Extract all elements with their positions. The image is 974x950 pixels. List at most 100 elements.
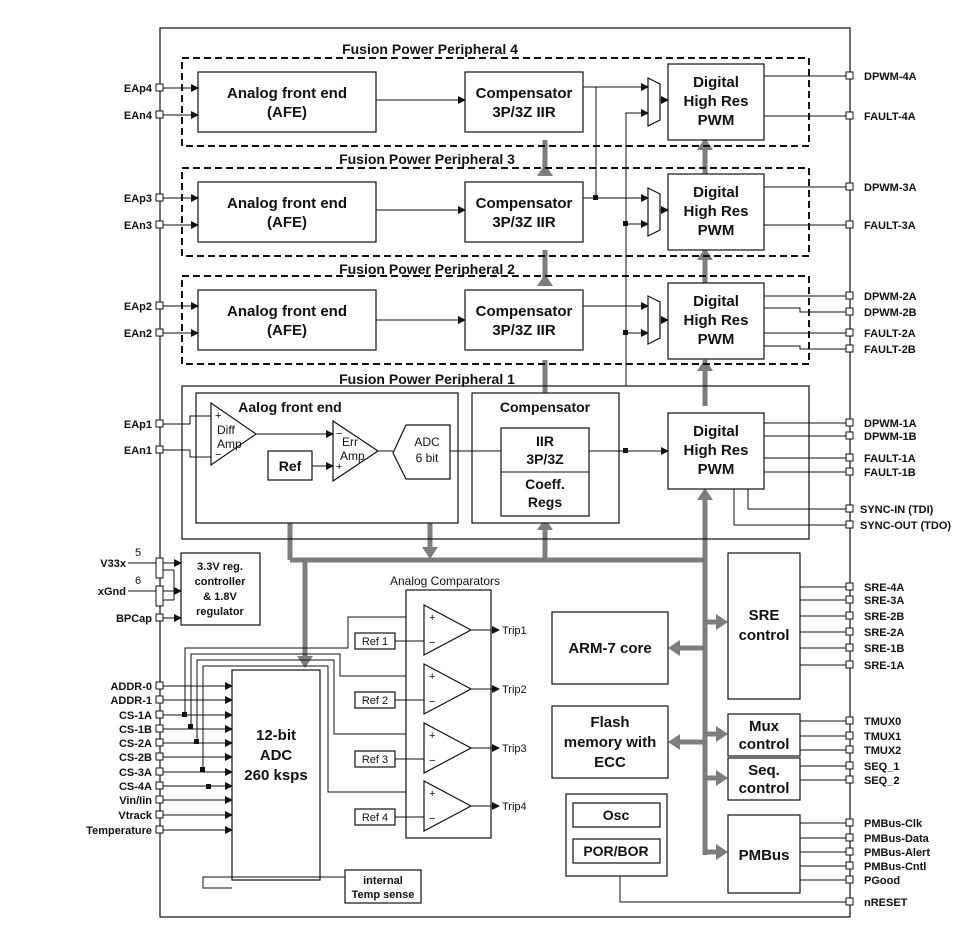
pin-box bbox=[155, 810, 164, 819]
regulator-label: controller bbox=[195, 576, 246, 588]
compensator-label: Compensator bbox=[476, 195, 573, 212]
pin-label: SRE-4A bbox=[864, 582, 904, 594]
pin-box bbox=[845, 761, 854, 770]
svg-text:+: + bbox=[215, 410, 221, 422]
pin-box bbox=[845, 875, 854, 884]
osc-por: Osc POR/BOR bbox=[565, 793, 846, 903]
pin-label: PMBus-Clk bbox=[864, 818, 923, 830]
pin-label: SYNC-OUT (TDO) bbox=[860, 520, 951, 532]
temp-sense-label: Temp sense bbox=[352, 889, 415, 901]
seq-control: Seq. control bbox=[727, 757, 801, 801]
compensator-label: 3P/3Z IIR bbox=[492, 104, 556, 121]
pin-label: SRE-2B bbox=[864, 611, 904, 623]
pin-box bbox=[845, 582, 854, 591]
adc6-label: ADC bbox=[414, 435, 440, 449]
pmbus-label: PMBus bbox=[739, 847, 790, 864]
pin-box bbox=[845, 716, 854, 725]
pin-label: ADDR-1 bbox=[110, 695, 152, 707]
compensator-title: Compensator bbox=[500, 399, 591, 415]
seq-label: control bbox=[739, 780, 790, 797]
adc6-label: 6 bit bbox=[416, 451, 439, 465]
svg-text:+: + bbox=[429, 612, 435, 624]
pin-label: EAp3 bbox=[124, 193, 152, 205]
comparator bbox=[423, 722, 473, 774]
pin-label: EAn3 bbox=[124, 220, 152, 232]
afe-label: (AFE) bbox=[267, 214, 307, 231]
pin-label: SEQ_1 bbox=[864, 761, 899, 773]
control-pins: SRE-4ASRE-3ASRE-2BSRE-2ASRE-1BSRE-1ATMUX… bbox=[800, 582, 930, 887]
afe-label: (AFE) bbox=[267, 322, 307, 339]
flash-label: Flash bbox=[590, 714, 629, 731]
compensator-label: 3P/3Z IIR bbox=[492, 214, 556, 231]
trip-label: Trip3 bbox=[502, 743, 527, 755]
dpwm-label: PWM bbox=[698, 222, 735, 239]
peripheral-2: Fusion Power Peripheral 2 Analog front e… bbox=[163, 261, 846, 365]
svg-text:−: − bbox=[336, 428, 342, 440]
dpwm-label: PWM bbox=[698, 112, 735, 129]
pin-label: CS-2B bbox=[119, 752, 152, 764]
sre-label: SRE bbox=[749, 607, 780, 624]
pin-box bbox=[845, 818, 854, 827]
pin-label: CS-2A bbox=[119, 738, 152, 750]
pin-label: SYNC-IN (TDI) bbox=[860, 504, 934, 516]
pin-label: FAULT-1A bbox=[864, 453, 916, 465]
peripheral-1: Fusion Power Peripheral 1 Aalog front en… bbox=[163, 371, 846, 540]
pmbus: PMBus bbox=[727, 814, 801, 894]
pin-count: 6 bbox=[135, 575, 141, 587]
svg-text:−: − bbox=[429, 696, 435, 708]
pin-label: TMUX2 bbox=[864, 745, 901, 757]
pin-box bbox=[845, 745, 854, 754]
pin-box bbox=[155, 752, 164, 761]
seq-label: Seq. bbox=[748, 762, 780, 779]
regulator-label: & 1.8V bbox=[203, 591, 237, 603]
trip-label: Trip1 bbox=[502, 625, 527, 637]
pin-label: DPWM-3A bbox=[864, 182, 917, 194]
pin-box bbox=[845, 643, 854, 652]
flash-label: ECC bbox=[594, 754, 626, 771]
pin-label: SRE-1A bbox=[864, 660, 904, 672]
comparators-title: Analog Comparators bbox=[390, 574, 500, 588]
pin-label: V33x bbox=[100, 558, 127, 570]
adc12: 12-bit ADC 260 ksps ADDR-0ADDR-1CS-1ACS-… bbox=[86, 616, 424, 881]
pin-label: CS-4A bbox=[119, 781, 152, 793]
err-amp-label: Amp bbox=[340, 449, 365, 463]
flash-memory: Flash memory with ECC bbox=[551, 705, 669, 779]
pin-label: PMBus-Data bbox=[864, 833, 930, 845]
svg-text:+: + bbox=[429, 671, 435, 683]
dpwm-label: High Res bbox=[683, 442, 748, 459]
pin-label: CS-3A bbox=[119, 767, 152, 779]
pin-count: 5 bbox=[135, 547, 141, 559]
pin-box bbox=[845, 660, 854, 669]
dpwm-label: Digital bbox=[693, 184, 739, 201]
pin-label: EAn4 bbox=[124, 110, 153, 122]
svg-text:−: − bbox=[429, 813, 435, 825]
ea-pins: EAp4 EAn4 EAp3 EAn3 EAp2 EAn2 EAp1 EAn1 bbox=[124, 83, 164, 457]
iir-label: IIR bbox=[536, 433, 554, 449]
pin-label: DPWM-2B bbox=[864, 307, 917, 319]
peripheral-title: Fusion Power Peripheral 3 bbox=[339, 151, 515, 167]
pin-box bbox=[155, 795, 164, 804]
pin-label: PMBus-Alert bbox=[864, 847, 930, 859]
svg-text:−: − bbox=[429, 755, 435, 767]
pin-box bbox=[155, 738, 164, 747]
osc-label: Osc bbox=[603, 807, 630, 823]
afe-label: Analog front end bbox=[227, 195, 347, 212]
pin-label: SRE-1B bbox=[864, 643, 904, 655]
temp-sense-label: internal bbox=[363, 875, 403, 887]
compensator-label: Compensator bbox=[476, 85, 573, 102]
svg-text:+: + bbox=[336, 461, 342, 473]
pin-label: PMBus-Cntl bbox=[864, 861, 926, 873]
trip-label: Trip2 bbox=[502, 684, 527, 696]
pin-label: Vtrack bbox=[118, 810, 153, 822]
pin-label: CS-1A bbox=[119, 710, 152, 722]
mux-label: control bbox=[739, 736, 790, 753]
pin-box bbox=[845, 847, 854, 856]
pin-box bbox=[155, 781, 164, 790]
pin-label: FAULT-1B bbox=[864, 467, 916, 479]
arm-core: ARM-7 core bbox=[551, 611, 669, 685]
adc12-label: 260 ksps bbox=[244, 767, 307, 784]
svg-text:−: − bbox=[429, 637, 435, 649]
peripheral-title: Fusion Power Peripheral 4 bbox=[342, 41, 518, 57]
dpwm-label: Digital bbox=[693, 293, 739, 310]
